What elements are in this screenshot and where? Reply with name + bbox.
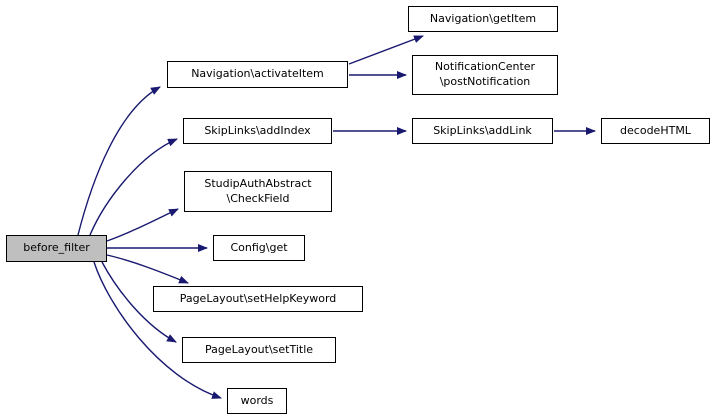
node-words[interactable]: words [227, 388, 287, 414]
edge-before_filter-to-pagelayout-settitle [101, 261, 177, 343]
node-pagelayout-settitle[interactable]: PageLayout\setTitle [182, 337, 336, 363]
edge-before_filter-to-pagelayout-sethelpkeyword [106, 254, 189, 284]
node-skiplinks-addindex[interactable]: SkipLinks\addIndex [183, 118, 332, 144]
node-skiplinks-addlink[interactable]: SkipLinks\addLink [412, 118, 553, 144]
node-before-filter: before_filter [6, 235, 107, 262]
edge-before_filter-to-navigation-activateitem [77, 86, 161, 236]
edge-before_filter-to-skiplinks-addindex [89, 138, 178, 236]
node-decodehtml[interactable]: decodeHTML [601, 118, 710, 144]
node-pagelayout-sethelpkeyword[interactable]: PageLayout\setHelpKeyword [153, 286, 363, 312]
edge-before_filter-to-studipauthabstract-checkfield [106, 208, 179, 242]
node-studipauthabstract-checkfield[interactable]: StudipAuthAbstract \CheckField [184, 171, 332, 212]
edge-before_filter-to-words [93, 261, 222, 399]
node-navigation-activateitem[interactable]: Navigation\activateItem [167, 61, 348, 88]
node-notificationcenter-postnotification[interactable]: NotificationCenter \postNotification [412, 55, 558, 95]
node-navigation-getitem[interactable]: Navigation\getItem [408, 6, 558, 32]
edge-navigation-activateitem-to-navigation-getitem [348, 35, 424, 65]
node-config-get[interactable]: Config\get [213, 235, 305, 261]
